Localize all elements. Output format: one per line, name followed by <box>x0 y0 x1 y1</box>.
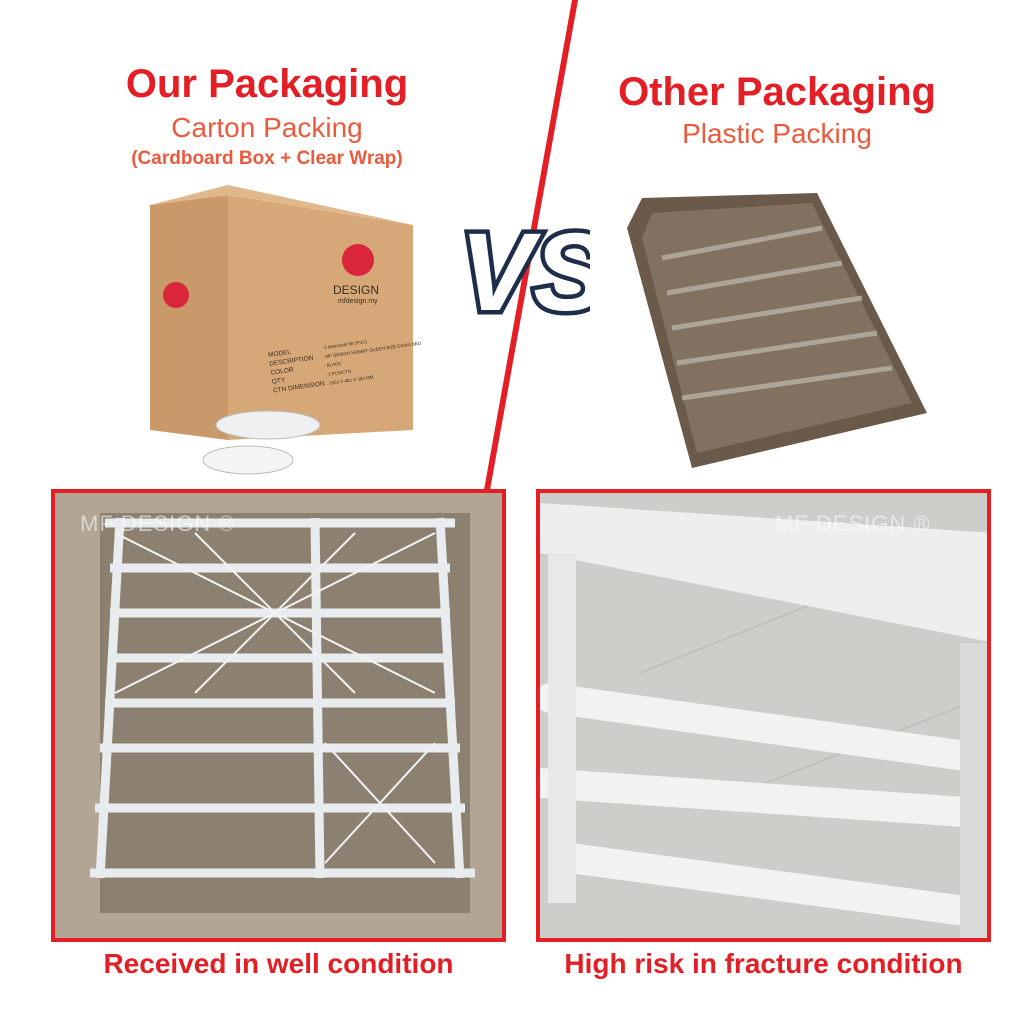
box-label-field: MODEL <box>268 349 292 359</box>
left-caption: Received in well condition <box>103 948 454 979</box>
box-label-field: COLOR <box>270 367 294 377</box>
fracture-condition-photo: MF DESIGN ® <box>536 489 991 942</box>
box-brand-text: DESIGN <box>333 283 380 297</box>
vs-text: VS <box>460 211 590 334</box>
carton-box-image: MODEL DESCRIPTION COLOR QTY CTN DIMENSIO… <box>148 185 438 485</box>
plastic-package-image <box>622 188 932 473</box>
watermark-right: MF DESIGN ® <box>775 511 931 536</box>
box-label-value: : 1553 X 482 X 363 MM <box>326 374 374 386</box>
our-packaging-subtitle: Carton Packing <box>171 112 363 143</box>
box-website-text: mfdesign.my <box>338 298 378 305</box>
box-label-field: QTY <box>271 377 286 386</box>
watermark-left: MF DESIGN ® <box>80 511 236 536</box>
our-packaging-detail: (Cardboard Box + Clear Wrap) <box>131 148 403 169</box>
box-label-value: : BLACK <box>324 361 342 368</box>
well-condition-photo: MF DESIGN ® <box>51 489 506 942</box>
other-packaging-subtitle: Plastic Packing <box>682 118 872 149</box>
our-packaging-title: Our Packaging <box>125 62 409 106</box>
vs-logo: VS <box>455 205 612 355</box>
right-caption: High risk in fracture condition <box>564 948 963 979</box>
other-packaging-title: Other Packaging <box>618 70 936 114</box>
box-label-value: : 1 PCS/CTN <box>325 369 351 378</box>
box-label-value: : 5 diamonds"3ft (PVC) <box>321 339 368 350</box>
